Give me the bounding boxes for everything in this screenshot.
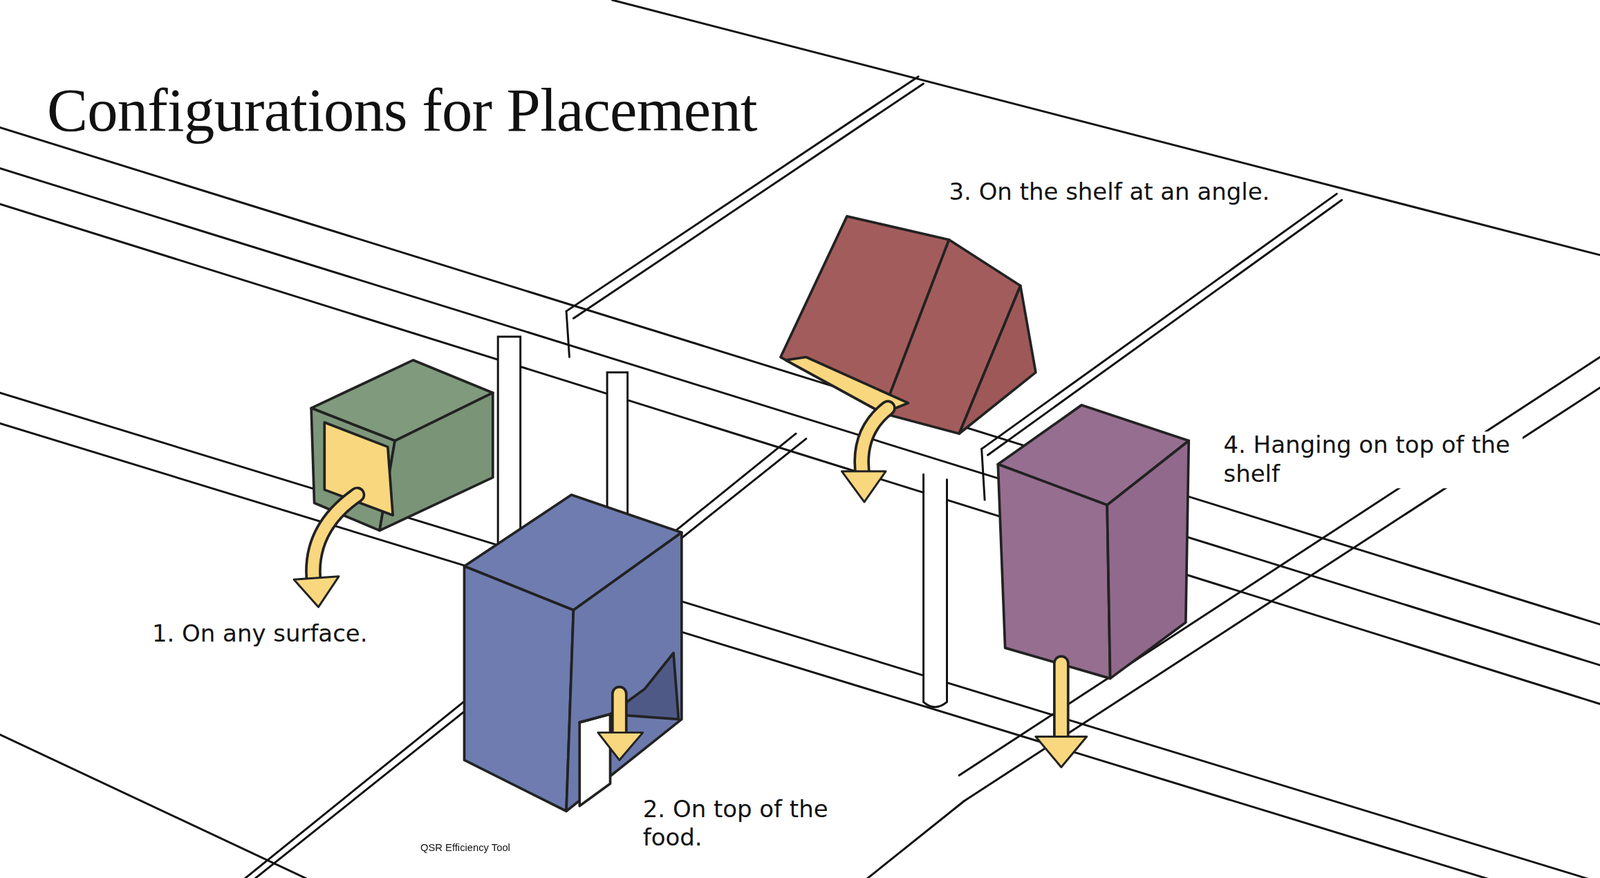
diagram-title: Configurations for Placement — [47, 79, 758, 142]
placement-label: 2. On top of the food. — [639, 795, 865, 852]
footer-note: QSR Efficiency Tool — [420, 842, 511, 854]
placement-label: 4. Hanging on top of the shelf — [1220, 431, 1523, 488]
placement-label: 1. On any surface. — [148, 620, 370, 649]
placement-label: 3. On the shelf at an angle. — [945, 178, 1273, 207]
